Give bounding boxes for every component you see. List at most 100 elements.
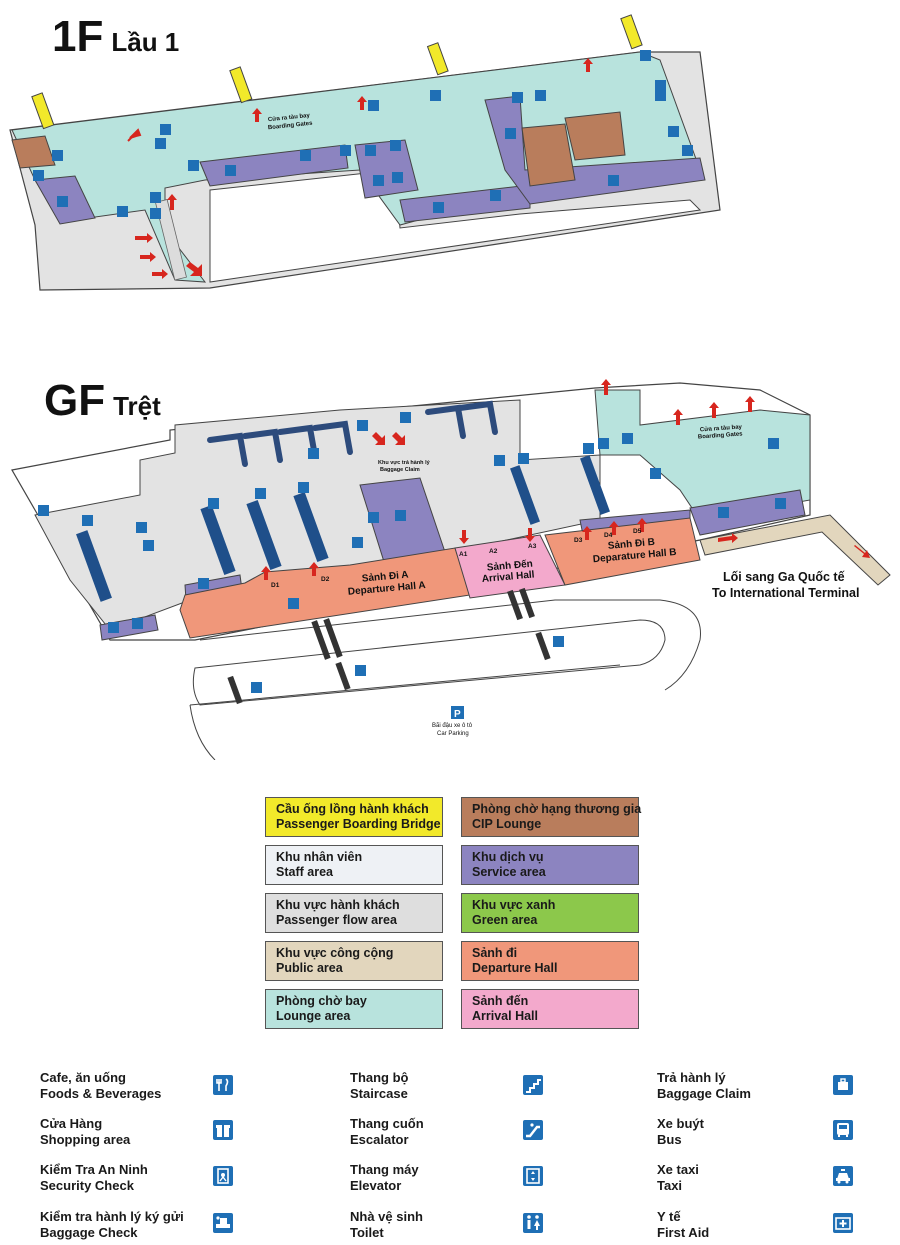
gift-icon bbox=[490, 190, 501, 201]
gift-icon bbox=[392, 172, 403, 183]
bus-icon bbox=[355, 665, 366, 676]
1f-escalator-corridor bbox=[154, 199, 187, 281]
road-edge bbox=[192, 619, 666, 706]
arrow-icon bbox=[357, 96, 367, 110]
arrow-icon bbox=[152, 269, 168, 279]
legend-label-en: Passenger flow area bbox=[276, 913, 397, 927]
fork-knife-icon bbox=[213, 1075, 233, 1095]
icon-legend-label-en: Elevator bbox=[350, 1178, 402, 1193]
baggage-icon bbox=[308, 448, 319, 459]
legend-label-en: Lounge area bbox=[276, 1009, 351, 1023]
staircase-icon bbox=[523, 1075, 543, 1095]
1f-cip-lounge-west bbox=[11, 135, 56, 169]
legend-label-vi: Cầu ống lồng hành khách bbox=[276, 802, 429, 816]
check-in-counter bbox=[200, 505, 236, 575]
toilet-icon bbox=[365, 145, 376, 156]
gf-international-en: To International Terminal bbox=[712, 586, 859, 600]
staircase-icon bbox=[640, 50, 651, 61]
baggage-carousel bbox=[242, 428, 283, 463]
gf-boarding-label-vi: Cửa ra tàu bay bbox=[700, 424, 743, 433]
security-check-icon bbox=[150, 208, 161, 219]
icon-legend-label-vi: Nhà vệ sinh bbox=[350, 1209, 423, 1224]
arrow-icon bbox=[709, 402, 719, 418]
gf-roads bbox=[189, 599, 701, 760]
escalator-icon bbox=[160, 124, 171, 135]
gf-parking-vi: Bãi đậu xe ô tô bbox=[432, 723, 473, 729]
gift-icon bbox=[718, 507, 729, 518]
gf-departure-a-vi: Sảnh Đi A bbox=[361, 570, 409, 585]
escalator-icon bbox=[523, 1120, 543, 1140]
road-edge bbox=[199, 599, 701, 691]
floor-gf-code: GF bbox=[44, 376, 106, 425]
crosswalk bbox=[535, 631, 551, 661]
gift-icon bbox=[108, 622, 119, 633]
legend-label-en: Public area bbox=[276, 961, 343, 975]
icon-legend-label-vi: Thang bộ bbox=[350, 1070, 409, 1085]
check-in-counter bbox=[510, 465, 540, 525]
arrow-icon bbox=[135, 233, 153, 243]
gift-icon bbox=[768, 438, 779, 449]
1f-cip-lounge-east-2 bbox=[564, 111, 626, 161]
gift-icon bbox=[117, 206, 128, 217]
gift-icon bbox=[505, 128, 516, 139]
baggage-check-icon bbox=[213, 1213, 233, 1233]
arrow-icon bbox=[609, 521, 619, 535]
gf-parking-symbol: P bbox=[454, 709, 461, 720]
baggage-claim-icon bbox=[833, 1075, 853, 1095]
arrow-icon bbox=[583, 58, 593, 72]
gf-parking-en: Car Parking bbox=[437, 731, 469, 737]
toilet-icon bbox=[523, 1213, 543, 1233]
toilet-icon bbox=[368, 512, 379, 523]
gf-baggage-claim-vi: Khu vực trả hành lý bbox=[378, 460, 431, 466]
gf-boarding-label-en: Boarding Gates bbox=[698, 431, 744, 440]
arrow-icon bbox=[637, 518, 647, 532]
icon-legend-label-vi: Trả hành lý bbox=[657, 1070, 726, 1085]
legend-label-vi: Phòng chờ bay bbox=[276, 994, 367, 1008]
1f-boarding-label-en: Boarding Gates bbox=[268, 121, 314, 132]
gift-icon bbox=[155, 138, 166, 149]
parking-icon bbox=[451, 706, 464, 719]
legend-label-vi: Khu vực hành khách bbox=[276, 898, 400, 912]
gift-icon bbox=[518, 453, 529, 464]
first-aid-icon bbox=[352, 537, 363, 548]
legend-label-vi: Phòng chờ hạng thương gia bbox=[472, 802, 642, 816]
food-icon bbox=[395, 510, 406, 521]
icon-legend-label-en: Escalator bbox=[350, 1132, 409, 1147]
gf-public-corridor bbox=[699, 514, 891, 586]
gf-departure-b-vi: Sảnh Đi B bbox=[607, 537, 655, 552]
door-label: D3 bbox=[574, 537, 583, 544]
food-icon bbox=[38, 505, 49, 516]
legend-label-en: Service area bbox=[472, 865, 546, 879]
food-icon bbox=[225, 165, 236, 176]
legend-label-vi: Khu nhân viên bbox=[276, 850, 363, 864]
baggage-carousel bbox=[207, 432, 248, 467]
gift-icon bbox=[433, 202, 444, 213]
door-label: D2 bbox=[321, 576, 330, 583]
legend-label-en: Staff area bbox=[276, 865, 333, 879]
1f-lounge-area bbox=[11, 51, 701, 283]
legend-label-en: Departure Hall bbox=[472, 961, 558, 975]
arrow-icon bbox=[459, 530, 469, 544]
1f-boarding-bridges bbox=[31, 14, 643, 130]
escalator-icon bbox=[512, 92, 523, 103]
gf-facility-icons bbox=[38, 412, 786, 693]
icon-legend-label-en: Toilet bbox=[350, 1225, 384, 1240]
icon-legend-label-en: Baggage Claim bbox=[657, 1086, 751, 1101]
arrow-icon bbox=[854, 545, 870, 558]
1f-boarding-bridge bbox=[620, 14, 643, 50]
legend-label-vi: Sảnh đến bbox=[472, 994, 529, 1008]
road-edge bbox=[189, 704, 216, 760]
gf-arrival-en: Arrival Hall bbox=[481, 569, 535, 585]
baggage-carousel bbox=[277, 424, 318, 459]
